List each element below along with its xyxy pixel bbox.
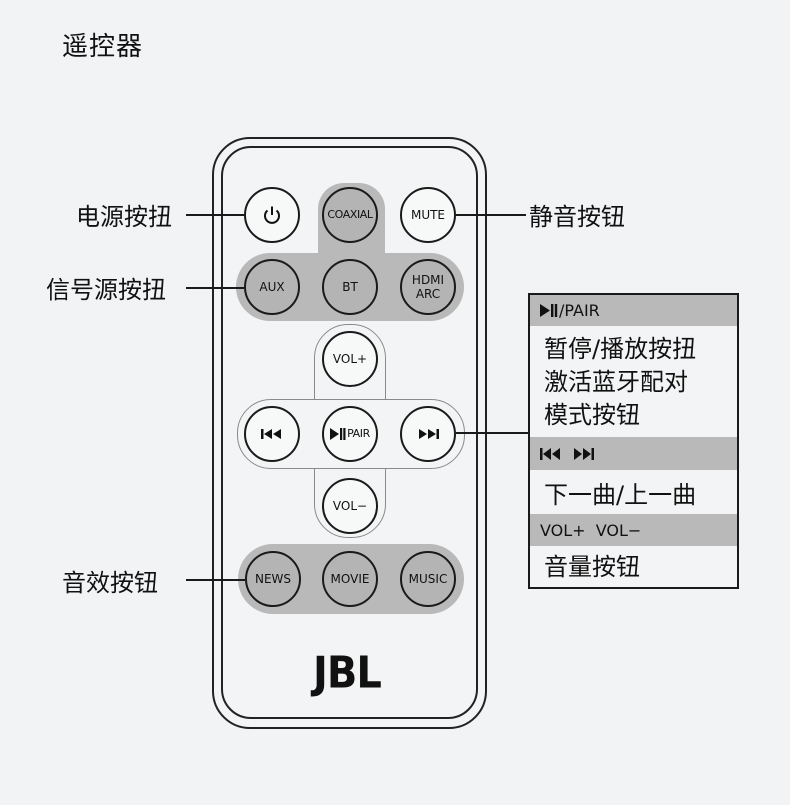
coaxial-label: COAXIAL: [327, 208, 373, 221]
leader-effect: [186, 579, 245, 581]
legend-play-header: /PAIR: [530, 295, 737, 326]
mute-label: MUTE: [410, 208, 446, 222]
play-pause-icon: [540, 304, 558, 317]
callout-effect: 音效按钮: [62, 569, 158, 597]
skip-back-icon: [261, 429, 281, 439]
skip-back-icon: [540, 447, 560, 460]
legend-play-desc-line: 激活蓝牙配对: [544, 368, 688, 396]
vol-down-label: VOL−: [332, 499, 368, 513]
aux-label: AUX: [259, 280, 285, 294]
legend-box: /PAIR 暂停/播放按扭 激活蓝牙配对 模式按钮 下一曲/上一曲 VOL+ V…: [528, 293, 739, 589]
power-button[interactable]: [244, 187, 300, 243]
mute-button[interactable]: MUTE: [400, 187, 456, 243]
news-button[interactable]: NEWS: [245, 551, 301, 607]
play-pair-label: PAIR: [347, 427, 370, 440]
leader-legend: [456, 432, 528, 434]
hdmi-arc-button[interactable]: HDMI ARC: [400, 259, 456, 315]
music-button[interactable]: MUSIC: [400, 551, 456, 607]
legend-play-desc: 暂停/播放按扭 激活蓝牙配对 模式按钮: [530, 333, 737, 432]
skip-forward-icon: [574, 447, 594, 460]
aux-button[interactable]: AUX: [244, 259, 300, 315]
play-pause-icon: [330, 428, 346, 440]
legend-vol-desc: 音量按钮: [544, 553, 640, 581]
leader-power: [186, 214, 244, 216]
hdmi-arc-label: HDMI ARC: [411, 273, 445, 301]
callout-power: 电源按扭: [76, 203, 172, 231]
legend-vol-header: VOL+ VOL−: [530, 514, 737, 546]
coaxial-button[interactable]: COAXIAL: [322, 187, 378, 243]
news-label: NEWS: [254, 572, 292, 586]
music-label: MUSIC: [408, 572, 448, 586]
vol-up-label: VOL+: [332, 352, 368, 366]
callout-source: 信号源按扭: [46, 276, 166, 304]
legend-skip-header: [530, 437, 737, 470]
vol-up-button[interactable]: VOL+: [322, 331, 378, 387]
leader-source: [186, 287, 244, 289]
bt-label: BT: [342, 280, 358, 294]
next-track-button[interactable]: [400, 406, 456, 462]
jbl-logo: JBL: [313, 647, 382, 699]
legend-play-desc-line: 暂停/播放按扭: [544, 335, 697, 363]
vol-down-button[interactable]: VOL−: [322, 478, 378, 534]
power-icon: [264, 206, 280, 224]
callout-mute: 静音按钮: [529, 203, 625, 231]
skip-forward-icon: [419, 429, 439, 439]
movie-label: MOVIE: [330, 572, 370, 586]
legend-play-desc-line: 模式按钮: [544, 401, 640, 429]
bt-button[interactable]: BT: [322, 259, 378, 315]
prev-track-button[interactable]: [244, 406, 300, 462]
legend-skip-desc: 下一曲/上一曲: [544, 481, 697, 509]
play-pair-button[interactable]: PAIR: [322, 406, 378, 462]
page-title: 遥控器: [62, 32, 144, 62]
leader-mute: [456, 214, 526, 216]
legend-play-header-text: /PAIR: [559, 301, 600, 320]
movie-button[interactable]: MOVIE: [322, 551, 378, 607]
